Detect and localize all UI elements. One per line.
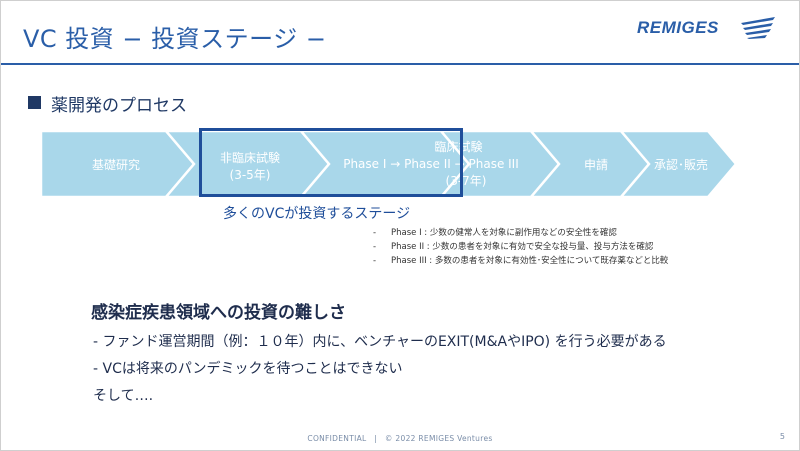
- stage-duration: (3-5年): [229, 168, 271, 182]
- phase-text: Phase I : 少数の健常人を対象に副作用などの安全性を確認: [391, 228, 617, 238]
- stage-phases: Phase I → Phase II → Phase III: [343, 157, 519, 171]
- list-dash: -: [373, 256, 377, 266]
- bullet-pandemic: - VCは将来のパンデミックを待つことはできない: [93, 361, 403, 377]
- stage-application: 申請: [566, 156, 626, 173]
- title-underline: [1, 63, 799, 65]
- stage-label: 申請: [583, 158, 608, 172]
- list-dash: -: [373, 228, 377, 238]
- page-number: 5: [779, 432, 785, 441]
- phase-text: Phase III : 多数の患者を対象に有効性･安全性について既存薬などと比較: [391, 256, 669, 266]
- phase-text: Phase II : 少数の患者を対象に有効で安全な投与量、投与方法を確認: [391, 242, 654, 252]
- wing-icon: [741, 17, 775, 39]
- logo-text: REMIGES: [637, 18, 719, 37]
- vc-investment-stage-highlight: [199, 128, 463, 197]
- stage-label: 臨床試験: [434, 140, 483, 154]
- stage-label: 基礎研究: [91, 158, 140, 172]
- slide-title: VC 投資 − 投資ステージ −: [23, 25, 327, 53]
- phase-descriptions: - Phase I : 少数の健常人を対象に副作用などの安全性を確認 - Phase…: [373, 226, 668, 268]
- bullet-fund-period: - ファンド運営期間（例：１０年）内に、ベンチャーのEXIT(M&AやIPO) …: [93, 334, 667, 350]
- list-dash: -: [373, 242, 377, 252]
- section-title: 薬開発のプロセス: [51, 96, 187, 116]
- stage-label: 承認･販売: [653, 158, 708, 172]
- bullet-and-then: そして….: [93, 388, 154, 404]
- process-chevron: [618, 129, 738, 199]
- stage-approval-sales: 承認･販売: [646, 156, 716, 173]
- stage-label: 非臨床試験: [219, 151, 280, 165]
- phase-item: - Phase III : 多数の患者を対象に有効性･安全性について既存薬などと比…: [373, 254, 668, 268]
- difficulty-heading: 感染症疾患領域への投資の難しさ: [91, 303, 346, 323]
- remiges-logo: REMIGES: [637, 13, 777, 43]
- phase-item: - Phase II : 少数の患者を対象に有効で安全な投与量、投与方法を確認: [373, 240, 668, 254]
- process-chevrons: [39, 129, 738, 199]
- phase-item: - Phase I : 少数の健常人を対象に副作用などの安全性を確認: [373, 226, 668, 240]
- stage-duration: (3-7年): [445, 174, 487, 188]
- stage-clinical: 臨床試験 Phase I → Phase II → Phase III (3-7…: [331, 139, 531, 190]
- stage-nonclinical: 非臨床試験 (3-5年): [201, 149, 299, 183]
- vc-stage-label: 多くのVCが投資するステージ: [223, 206, 411, 222]
- section-bullet-square: [28, 96, 41, 109]
- footer: CONFIDENTIAL | © 2022 REMIGES Ventures: [307, 434, 493, 443]
- stage-basic-research: 基礎研究: [61, 156, 171, 173]
